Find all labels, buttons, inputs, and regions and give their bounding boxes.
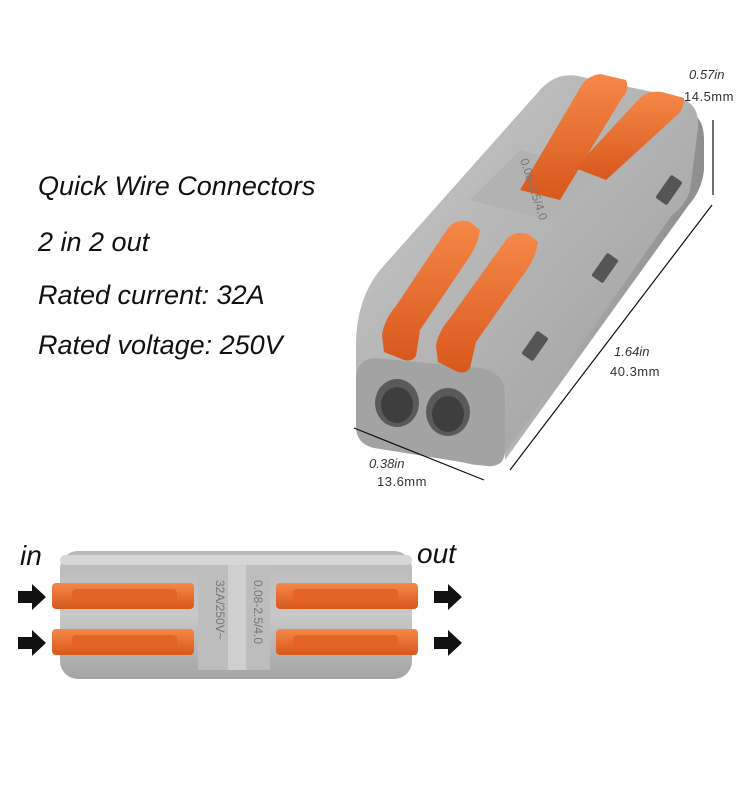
- isometric-connector: 0.08-2.5/4.0: [356, 74, 704, 467]
- flow-arrows: [18, 584, 462, 656]
- arrow-right-icon: [434, 584, 462, 610]
- spec-title: Quick Wire Connectors: [38, 171, 316, 201]
- lever: [436, 232, 538, 373]
- spec-voltage: Rated voltage: 250V: [38, 330, 283, 360]
- arrow-right-icon: [18, 584, 46, 610]
- test-slot: [522, 331, 548, 361]
- lever: [575, 91, 684, 180]
- dimension-lines: [353, 120, 714, 481]
- lever: [520, 74, 628, 200]
- length-mm-label: 40.3mm: [610, 364, 660, 379]
- spec-io: 2 in 2 out: [38, 227, 150, 257]
- housing-marking-right: 0.08-2.5/4.0: [251, 580, 265, 644]
- in-label: in: [20, 540, 42, 571]
- lever: [382, 220, 480, 361]
- test-slot: [656, 175, 682, 205]
- top-view-connector: 32A/250V~ 0.08-2.5/4.0: [52, 551, 418, 679]
- arrow-right-icon: [18, 630, 46, 656]
- housing-marking-left: 32A/250V~: [213, 580, 227, 640]
- height-mm-label: 14.5mm: [684, 89, 734, 104]
- length-inch-label: 1.64in: [614, 344, 650, 359]
- width-mm-label: 13.6mm: [377, 474, 427, 489]
- test-slot: [592, 253, 618, 283]
- width-inch-label: 0.38in: [369, 456, 405, 471]
- out-label: out: [417, 538, 456, 569]
- height-inch-label: 0.57in: [689, 67, 725, 82]
- spec-current: Rated current: 32A: [38, 280, 265, 310]
- arrow-right-icon: [434, 630, 462, 656]
